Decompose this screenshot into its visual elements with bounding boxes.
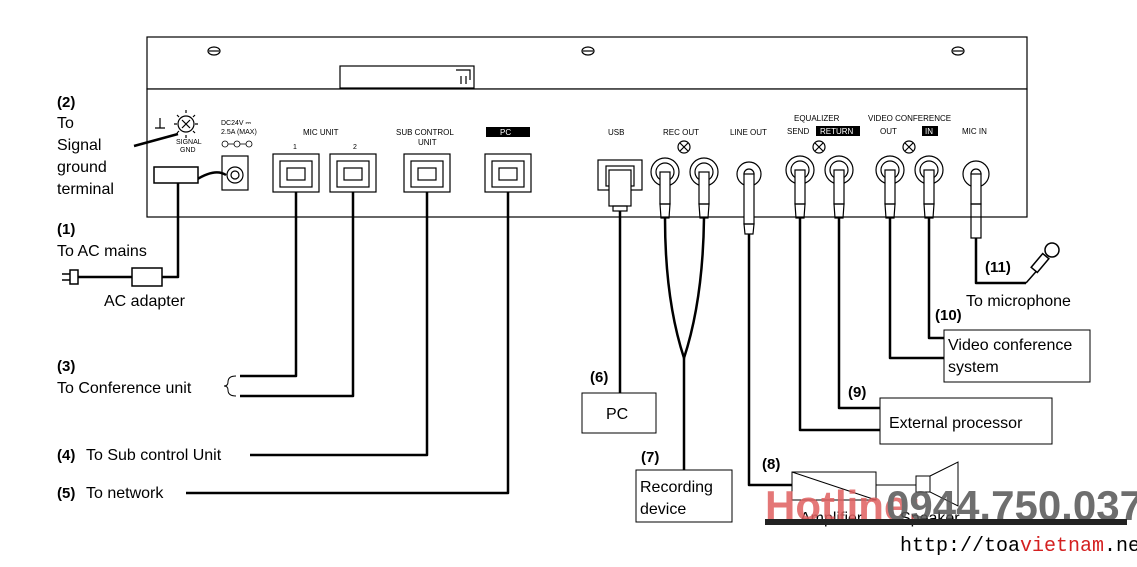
url-suffix: .net	[1104, 535, 1137, 558]
return-label: RETURN	[820, 127, 854, 136]
mic-unit-port-2-label: 2	[353, 144, 357, 151]
website-url[interactable]: http://toavietnam.net	[900, 535, 1137, 558]
signal-gnd-label-1: SIGNAL	[176, 139, 202, 146]
line-out-jack	[736, 161, 762, 235]
amplifier-speaker-icon	[791, 461, 959, 507]
callout-7-number: (7)	[641, 449, 659, 466]
equalizer-jacks	[785, 140, 854, 219]
recording-device-label-2: device	[640, 501, 686, 518]
callout-2-number: (2)	[57, 94, 75, 111]
callout-3-number: (3)	[57, 358, 75, 375]
dc-input-jack	[221, 155, 249, 191]
callout-2-line-4: terminal	[57, 181, 114, 198]
pc-label: PC	[500, 128, 511, 137]
recording-device-box	[635, 469, 733, 523]
dc-polarity-icon	[221, 140, 253, 148]
callout-5-line-1: To network	[86, 485, 164, 502]
video-conference-box	[943, 329, 1091, 383]
mic-in-label: MIC IN	[962, 127, 987, 136]
cables	[78, 132, 1026, 495]
ac-plug-icon	[62, 269, 79, 285]
dc-rating-label-1: DC24V ⎓	[221, 120, 252, 127]
mic-unit-port-1-label: 1	[293, 144, 297, 151]
rec-out-label: REC OUT	[663, 128, 699, 137]
dc-rating-label-2: 2.5A (MAX)	[221, 129, 257, 136]
usb-label: USB	[608, 128, 624, 137]
callout-8-number: (8)	[762, 456, 780, 473]
ac-adapter-body	[131, 267, 163, 287]
callout-2-line-1: To	[57, 115, 74, 132]
return-label-bg	[816, 126, 860, 136]
rec-out-jacks	[650, 140, 719, 219]
callout-4-line-1: To Sub control Unit	[86, 447, 222, 464]
usb-port	[597, 159, 643, 212]
vc-in-label: IN	[925, 127, 933, 136]
callout-5-number: (5)	[57, 485, 75, 502]
microphone-label: To microphone	[966, 293, 1071, 310]
callout-9-number: (9)	[848, 384, 866, 401]
callout-6-number: (6)	[590, 369, 608, 386]
vc-out-label: OUT	[880, 127, 897, 136]
callout-3-line-1: To Conference unit	[57, 380, 192, 397]
callout-10-number: (10)	[935, 307, 962, 324]
device-rear-panel	[146, 36, 1028, 218]
external-processor-box	[879, 397, 1053, 445]
mic-unit-label: MIC UNIT	[303, 128, 339, 137]
sub-control-label-1: SUB CONTROL	[396, 128, 454, 137]
callout-1-number: (1)	[57, 221, 75, 238]
ac-adapter-label: AC adapter	[104, 293, 186, 310]
url-prefix: http://toa	[900, 535, 1020, 558]
watermark-underline	[765, 519, 1127, 525]
pc-label-bg	[486, 127, 530, 137]
video-conference-jacks	[875, 140, 944, 219]
callout-1-line-1: To AC mains	[57, 243, 147, 260]
video-conference-label-2: system	[948, 359, 999, 376]
signal-gnd-label-2: GND	[180, 147, 196, 154]
vc-in-label-bg	[922, 126, 938, 136]
video-conference-label: VIDEO CONFERENCE	[868, 114, 951, 123]
equalizer-label: EQUALIZER	[794, 114, 840, 123]
callout-2-line-2: Signal	[57, 137, 101, 154]
sub-control-label-2: UNIT	[418, 138, 437, 147]
video-conference-label-1: Video conference	[948, 337, 1072, 354]
signal-gnd-terminal	[155, 110, 198, 138]
pc-box-label: PC	[606, 406, 628, 423]
pc-box	[581, 392, 657, 434]
external-processor-label: External processor	[889, 415, 1023, 432]
mic-in-jack	[962, 160, 990, 239]
callout-2-line-3: ground	[57, 159, 107, 176]
callout-11-number: (11)	[985, 259, 1011, 276]
send-label: SEND	[787, 127, 809, 136]
line-out-label: LINE OUT	[730, 128, 767, 137]
callout-4-number: (4)	[57, 447, 75, 464]
recording-device-label-1: Recording	[640, 479, 713, 496]
dc-plug-body	[153, 166, 199, 184]
microphone-icon	[1025, 242, 1060, 284]
conference-brace	[223, 375, 237, 397]
url-highlight: vietnam	[1020, 535, 1104, 558]
